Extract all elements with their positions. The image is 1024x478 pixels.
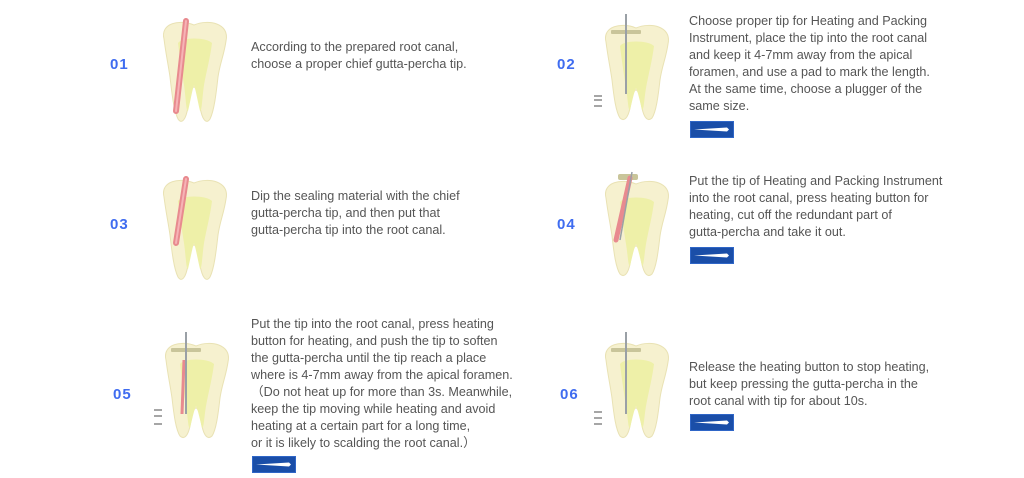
step-description: Choose proper tip for Heating and Packin… bbox=[689, 14, 930, 113]
tooth-plugger-icon bbox=[592, 12, 682, 122]
step-number: 01 bbox=[110, 56, 129, 73]
heating-tip-icon bbox=[690, 247, 734, 264]
tooth-gutta-percha-icon bbox=[150, 173, 240, 283]
step-description: Put the tip of Heating and Packing Instr… bbox=[689, 174, 943, 239]
tooth-plugger-icon bbox=[592, 330, 682, 440]
tooth-heating-tip-icon bbox=[592, 168, 682, 278]
heating-tip-icon bbox=[690, 121, 734, 138]
step-number: 04 bbox=[557, 216, 576, 233]
step-description: Dip the sealing material with the chief … bbox=[251, 189, 460, 237]
step-description: Put the tip into the root canal, press h… bbox=[251, 317, 513, 450]
step-number: 03 bbox=[110, 216, 129, 233]
heating-tip-icon bbox=[690, 414, 734, 431]
step-description: According to the prepared root canal, ch… bbox=[251, 40, 467, 71]
step-description: Release the heating button to stop heati… bbox=[689, 360, 930, 408]
step-number: 06 bbox=[560, 386, 579, 403]
heating-tip-icon bbox=[252, 456, 296, 473]
tooth-gutta-percha-icon bbox=[150, 15, 240, 125]
step-number: 02 bbox=[557, 56, 576, 73]
step-number: 05 bbox=[113, 386, 132, 403]
tooth-plugger-icon bbox=[152, 330, 242, 440]
